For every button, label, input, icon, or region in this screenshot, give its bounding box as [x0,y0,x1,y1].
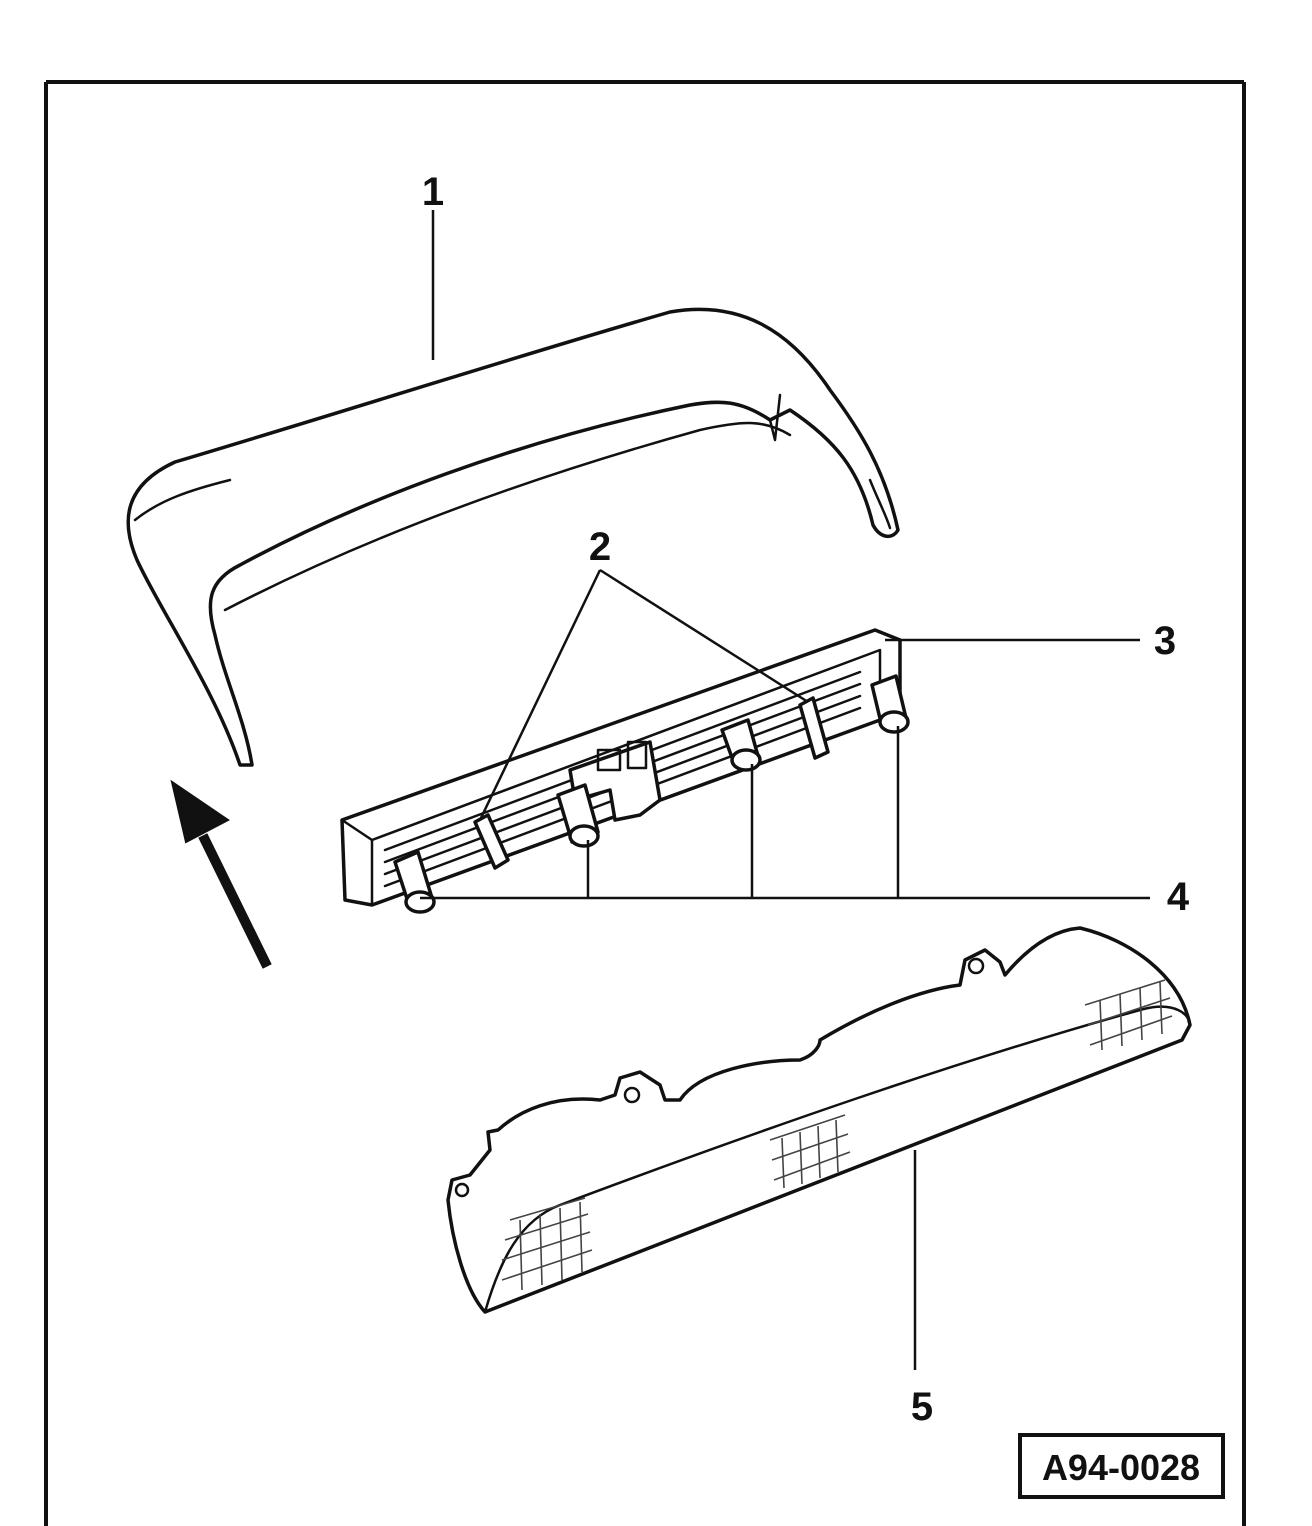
reference-code: A94-0028 [1042,1447,1200,1488]
lens-hatch-center [769,1114,851,1189]
direction-arrow [170,779,272,969]
lens-hatch-right [1084,979,1173,1051]
lens-housing [446,926,1192,1314]
callout-3: 3 [1154,619,1176,663]
bulb-holder-carrier [340,628,902,907]
cover-part [126,307,900,767]
clip-right [798,696,830,760]
bulb-2 [556,783,600,848]
callout-1: 1 [422,170,444,214]
figure-frame [44,80,1246,1526]
reference-code-box: A94-0028 [1018,1433,1225,1499]
callout-4: 4 [1167,875,1190,919]
leader-lines [420,210,1150,1370]
bulb-3 [720,718,762,772]
clip-left [473,813,510,870]
callout-2: 2 [589,525,611,569]
lens-hatch-left [501,1197,593,1291]
bulb-4 [870,674,910,734]
callout-5: 5 [911,1385,933,1429]
